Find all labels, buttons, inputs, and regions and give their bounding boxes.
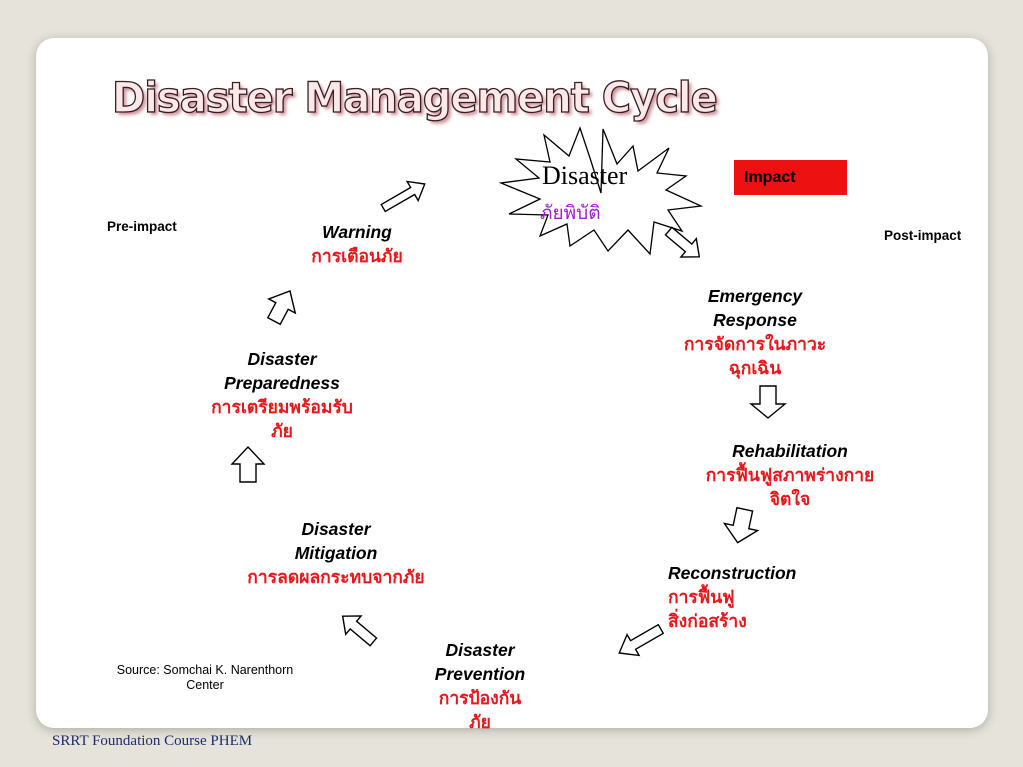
pre-impact-label: Pre-impact bbox=[107, 219, 177, 234]
disaster-thai-label: ภัยพิบัติ bbox=[540, 203, 601, 224]
rehabilitation-label: Rehabilitation bbox=[732, 441, 848, 461]
slide-canvas bbox=[36, 38, 988, 728]
mitigation-thai-label: การลดผลกระทบจากภัย bbox=[247, 567, 425, 587]
reconstruction-label: Reconstruction bbox=[668, 563, 797, 583]
disaster-burst: Disaster ภัยพิบัติ bbox=[494, 126, 708, 261]
footer-text: SRRT Foundation Course PHEM bbox=[52, 733, 253, 749]
arrow-disaster-to-response-icon bbox=[664, 226, 701, 258]
reconstruction-thai-label: การฟื้นฟู สิ่งก่อสร้าง bbox=[668, 587, 747, 631]
disaster-label: Disaster bbox=[542, 161, 628, 190]
arrow-mitigation-to-preparedness-icon bbox=[230, 445, 266, 483]
arrow-rehabilitation-to-reconstruction-icon bbox=[722, 506, 760, 544]
warning-label: Warning bbox=[322, 222, 392, 242]
node-warning: Warning การเตือนภัย bbox=[298, 220, 416, 268]
warning-thai-label: การเตือนภัย bbox=[311, 246, 403, 266]
emergency-thai-label: การจัดการในภาวะ ฉุกเฉิน bbox=[683, 334, 827, 378]
arrow-preparedness-to-warning-icon bbox=[266, 290, 297, 326]
emergency-label: Emergency Response bbox=[707, 286, 803, 330]
prevention-label: Disaster Prevention bbox=[434, 640, 526, 684]
node-rehabilitation: Rehabilitation การฟื้นฟูสภาพร่างกาย จิตใ… bbox=[680, 439, 900, 511]
impact-label: Impact bbox=[734, 160, 847, 195]
arrow-reconstruction-to-prevention-icon bbox=[618, 623, 665, 657]
node-mitigation: Disaster Mitigation การลดผลกระทบจากภัย bbox=[222, 517, 450, 589]
post-impact-label: Post-impact bbox=[884, 228, 962, 243]
node-preparedness: Disaster Preparedness การเตรียมพร้อมรับ … bbox=[184, 347, 380, 443]
arrow-warning-to-disaster-icon bbox=[380, 180, 426, 213]
mitigation-label: Disaster Mitigation bbox=[294, 519, 378, 563]
rehabilitation-thai-label: การฟื้นฟูสภาพร่างกาย จิตใจ bbox=[705, 465, 875, 509]
source-note: Source: Somchai K. Narenthorn Center bbox=[116, 663, 294, 692]
node-prevention: Disaster Prevention การป้องกัน ภัย bbox=[410, 638, 550, 734]
preparedness-label: Disaster Preparedness bbox=[224, 349, 340, 393]
preparedness-thai-label: การเตรียมพร้อมรับ ภัย bbox=[211, 397, 353, 441]
arrow-response-to-rehabilitation-icon bbox=[749, 385, 787, 419]
slide-title: Disaster Management Cycle bbox=[111, 73, 718, 123]
prevention-thai-label: การป้องกัน ภัย bbox=[438, 688, 522, 732]
node-reconstruction: Reconstruction การฟื้นฟู สิ่งก่อสร้าง bbox=[668, 561, 838, 633]
burst-shape bbox=[498, 126, 704, 256]
arrow-prevention-to-mitigation-icon bbox=[341, 615, 378, 647]
node-emergency-response: Emergency Response การจัดการในภาวะ ฉุกเฉ… bbox=[660, 284, 850, 380]
